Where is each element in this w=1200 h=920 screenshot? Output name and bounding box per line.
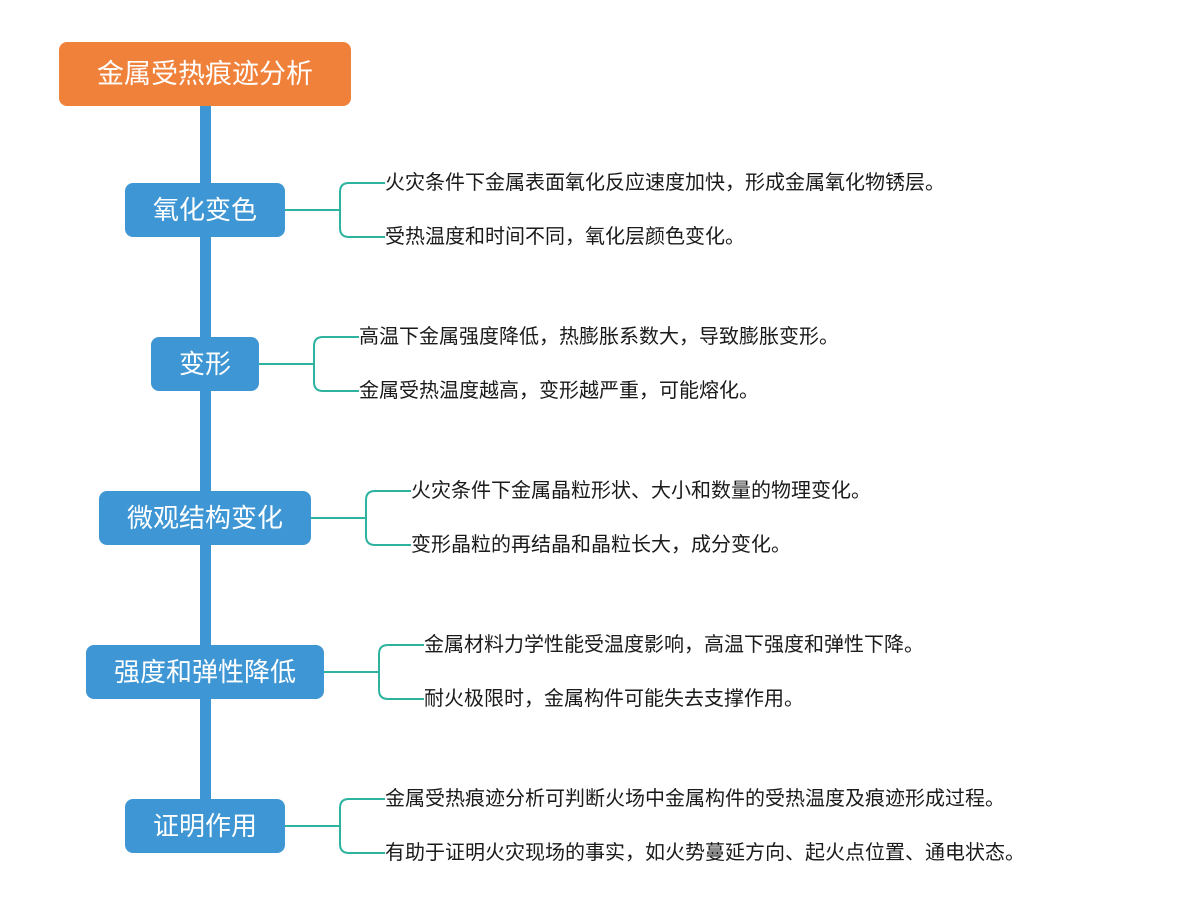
connector-lower-elbow — [313, 363, 359, 392]
branch-connector-line — [259, 336, 359, 392]
leaf-topic[interactable]: 金属受热痕迹分析可判断火场中金属构件的受热温度及痕迹形成过程。 — [385, 788, 1005, 810]
leaf-topic[interactable]: 火灾条件下金属表面氧化反应速度加快，形成金属氧化物锈层。 — [385, 172, 945, 194]
branch-connector-line — [285, 182, 385, 238]
leaf-topic[interactable]: 变形晶粒的再结晶和晶粒长大，成分变化。 — [411, 534, 791, 556]
leaf-topic[interactable]: 高温下金属强度降低，热膨胀系数大，导致膨胀变形。 — [359, 326, 839, 348]
connector-upper-elbow — [365, 490, 411, 519]
connector-upper-elbow — [378, 644, 424, 673]
leaf-topic[interactable]: 有助于证明火灾现场的事实，如火势蔓延方向、起火点位置、通电状态。 — [385, 842, 1025, 864]
branch-node[interactable]: 强度和弹性降低 — [85, 645, 325, 699]
branch-row: 变形 高温下金属强度降低，热膨胀系数大，导致膨胀变形。 金属受热温度越高，变形越… — [0, 309, 1200, 419]
connector-upper-elbow — [313, 336, 359, 365]
connector-upper-elbow — [339, 182, 385, 211]
branch-node[interactable]: 微观结构变化 — [98, 491, 312, 545]
leaf-topic[interactable]: 金属材料力学性能受温度影响，高温下强度和弹性下降。 — [424, 634, 924, 656]
connector-lower-elbow — [365, 517, 411, 546]
leaf-topic[interactable]: 耐火极限时，金属构件可能失去支撑作用。 — [424, 688, 804, 710]
branch-row: 微观结构变化 火灾条件下金属晶粒形状、大小和数量的物理变化。 变形晶粒的再结晶和… — [0, 463, 1200, 573]
connector-lower-elbow — [339, 825, 385, 854]
connector-lower-elbow — [378, 671, 424, 700]
leaf-topic[interactable]: 金属受热温度越高，变形越严重，可能熔化。 — [359, 380, 759, 402]
branch-row: 强度和弹性降低 金属材料力学性能受温度影响，高温下强度和弹性下降。 耐火极限时，… — [0, 617, 1200, 727]
leaf-topic[interactable]: 受热温度和时间不同，氧化层颜色变化。 — [385, 226, 745, 248]
branch-node[interactable]: 氧化变色 — [124, 183, 286, 237]
branch-row: 证明作用 金属受热痕迹分析可判断火场中金属构件的受热温度及痕迹形成过程。 有助于… — [0, 771, 1200, 881]
branch-row: 氧化变色 火灾条件下金属表面氧化反应速度加快，形成金属氧化物锈层。 受热温度和时… — [0, 155, 1200, 265]
leaf-topic[interactable]: 火灾条件下金属晶粒形状、大小和数量的物理变化。 — [411, 480, 871, 502]
branch-node[interactable]: 证明作用 — [124, 799, 286, 853]
connector-upper-elbow — [339, 798, 385, 827]
connector-lower-elbow — [339, 209, 385, 238]
trunk-line — [200, 104, 211, 826]
branch-connector-line — [324, 644, 424, 700]
branch-connector-line — [285, 798, 385, 854]
branch-connector-line — [311, 490, 411, 546]
root-node[interactable]: 金属受热痕迹分析 — [59, 42, 351, 106]
branch-node[interactable]: 变形 — [150, 337, 260, 391]
